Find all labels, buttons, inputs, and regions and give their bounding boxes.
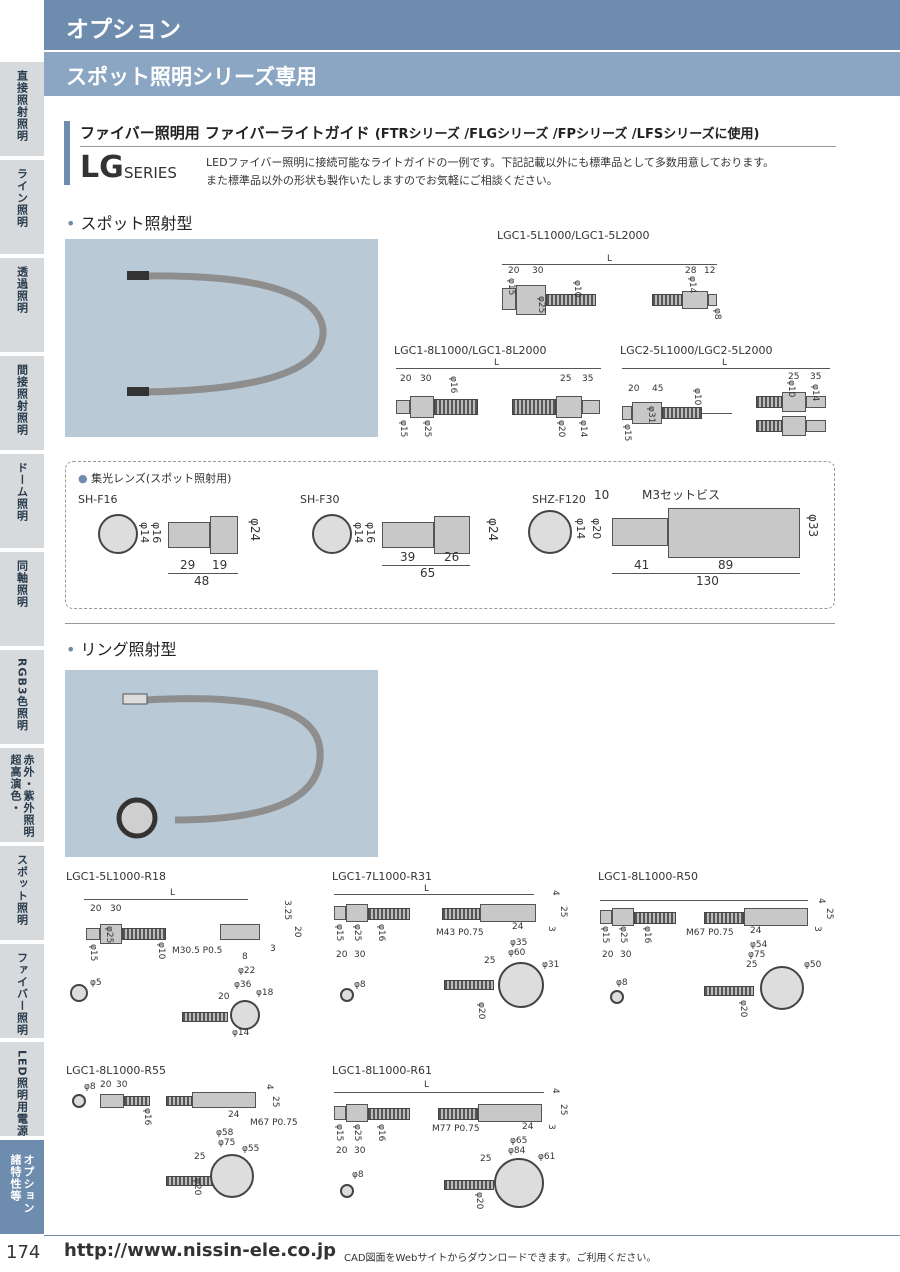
ring-drawing-r61: L 4 25 3 M77 P0.75 24 φ65 φ84 φ15 φ25 φ1…: [334, 1080, 568, 1210]
sidebar-nav: 直接照射照明 ライン照明 透過照明 間接照射照明 ドーム照明 同軸照明 RGB3…: [0, 0, 44, 1272]
drawing-m2: L 20 30 25 35 φ15 φ25 φ16 φ20 φ14: [396, 358, 606, 442]
section-title-sub: (FTRシリーズ /FLGシリーズ /FPシリーズ /LFSシリーズに使用): [374, 127, 760, 142]
sidebar-tab-transmission[interactable]: 透過照明: [0, 256, 44, 352]
sidebar-tab-line[interactable]: ライン照明: [0, 158, 44, 254]
page-header: オプション: [44, 0, 900, 50]
spot-heading: • スポット照射型: [66, 210, 193, 234]
sidebar-tab-spot[interactable]: スポット照明: [0, 844, 44, 940]
page-subtitle: スポット照明シリーズ専用: [66, 65, 317, 89]
series-code: LG: [80, 150, 124, 185]
ring-heading-text: リング照射型: [80, 640, 177, 659]
sidebar-tab-direct[interactable]: 直接照射照明: [0, 60, 44, 156]
lens-title-text: 集光レンズ(スポット照射用): [91, 472, 232, 485]
lens-drawing-shf16: φ14 φ16 φ24 29 19 48: [98, 512, 298, 588]
section-divider: [80, 146, 836, 147]
sidebar-tab-label: ファイバー照明: [15, 952, 29, 1036]
ring-photo: [65, 670, 378, 857]
ring-drawing-r50: 4 25 3 M67 P0.75 24 φ54 φ75 φ15 φ25 φ16 …: [600, 898, 834, 1018]
sidebar-tab-label: スポット照明: [15, 854, 29, 926]
model-m2-label: LGC1-8L1000/LGC1-8L2000: [394, 344, 547, 357]
sidebar-tab-power[interactable]: LED照明用電源: [0, 1040, 44, 1137]
bullet-icon: •: [66, 214, 76, 233]
lens-name: SH-F30: [300, 493, 340, 506]
lens-panel: ● 集光レンズ(スポット照射用) SH-F16 φ14 φ16 φ24 29 1…: [65, 461, 835, 609]
sidebar-tab-label: ドーム照明: [15, 462, 29, 522]
section-divider: [65, 623, 835, 624]
sidebar-tab-indirect[interactable]: 間接照射照明: [0, 354, 44, 450]
sidebar-tab-label: 赤外・紫外照明 超高演色・: [9, 754, 35, 838]
sidebar-tab-options[interactable]: オプション 諸特性等: [0, 1138, 44, 1234]
ring-drawing-r55: 20 30 φ8 4 25 24 M67 P0.75 φ58 φ75 φ16 2…: [70, 1080, 310, 1210]
drawing-m1: L 20 30 28 12 φ15 φ25 φ10 φ14 φ8: [502, 254, 722, 330]
bullet-icon: ●: [78, 472, 88, 485]
ring-model-label: LGC1-8L1000-R61: [332, 1064, 433, 1077]
fiber-guide-illustration: [127, 271, 327, 396]
lens-name: SHZ-F120: [532, 493, 586, 506]
ring-model-label: LGC1-5L1000-R18: [66, 870, 167, 883]
section-title-main: ファイバー照明用 ファイバーライトガイド: [80, 124, 370, 142]
section-desc-2: また標準品以外の形状も製作いたしますのでお気軽にご相談ください。: [206, 174, 558, 187]
section-title: ファイバー照明用 ファイバーライトガイド (FTRシリーズ /FLGシリーズ /…: [80, 122, 760, 143]
sidebar-tab-label: LED照明用電源: [15, 1050, 29, 1137]
sidebar-tab-rgb[interactable]: RGB3色照明: [0, 648, 44, 744]
sidebar-tab-label: 間接照射照明: [15, 364, 29, 436]
section-accent-bar: [64, 121, 70, 185]
drawing-m3: L 20 45 25 35 φ15 φ31 φ10 φ10 φ14: [622, 358, 834, 442]
ring-drawing-r31: L 4 25 3 M43 P0.75 24 φ35 φ60 φ15 φ25 φ1…: [334, 884, 568, 1020]
model-m1-label: LGC1-5L1000/LGC1-5L2000: [497, 229, 650, 242]
ring-model-label: LGC1-8L1000-R50: [598, 870, 699, 883]
series-word: SERIES: [124, 164, 177, 182]
sidebar-tab-label: オプション 諸特性等: [9, 1154, 35, 1214]
sidebar-tab-label: 直接照射照明: [15, 70, 29, 142]
sidebar-tab-label: RGB3色照明: [15, 658, 29, 732]
lens-drawing-shzf120: φ14 φ20 φ33 41 89 130: [528, 508, 828, 603]
page-title: オプション: [66, 17, 181, 43]
screw-label: M3セットビス: [642, 488, 720, 502]
lens-drawing-shf30: φ14 φ16 φ24 39 26 65: [312, 512, 512, 587]
sidebar-tab-label: 透過照明: [15, 266, 29, 314]
sidebar-tab-fiber[interactable]: ファイバー照明: [0, 942, 44, 1038]
page-number: 174: [6, 1242, 41, 1263]
section-desc-1: LEDファイバー照明に接続可能なライトガイドの一例です。下記記載以外にも標準品と…: [206, 156, 775, 169]
ring-guide-illustration: [116, 693, 324, 839]
sidebar-tab-dome[interactable]: ドーム照明: [0, 452, 44, 548]
lens-name: SH-F16: [78, 493, 118, 506]
footer-url-link[interactable]: http://www.nissin-ele.co.jp: [64, 1240, 337, 1261]
footer-divider: [44, 1235, 900, 1236]
spot-photo: [65, 239, 378, 437]
lens-title: ● 集光レンズ(スポット照射用): [78, 470, 231, 486]
sidebar-tab-label: ライン照明: [15, 168, 29, 228]
spot-heading-text: スポット照射型: [80, 214, 193, 233]
footer-note: CAD図面をWebサイトからダウンロードできます。ご利用ください。: [344, 1253, 657, 1264]
sidebar-tab-coaxial[interactable]: 同軸照明: [0, 550, 44, 646]
ring-model-label: LGC1-8L1000-R55: [66, 1064, 167, 1077]
ring-heading: • リング照射型: [66, 636, 177, 660]
bullet-icon: •: [66, 640, 76, 659]
ring-model-label: LGC1-7L1000-R31: [332, 870, 433, 883]
sidebar-tab-ir-uv[interactable]: 赤外・紫外照明 超高演色・: [0, 746, 44, 842]
model-m3-label: LGC2-5L1000/LGC2-5L2000: [620, 344, 773, 357]
page-subheader: スポット照明シリーズ専用: [44, 52, 900, 96]
screw-length: 10: [594, 488, 610, 502]
sidebar-tab-label: 同軸照明: [15, 560, 29, 608]
ring-drawing-r18: L 20 30 3.25 20 M30.5 P0.5 3 8 φ22 φ36 φ…: [70, 888, 310, 1038]
